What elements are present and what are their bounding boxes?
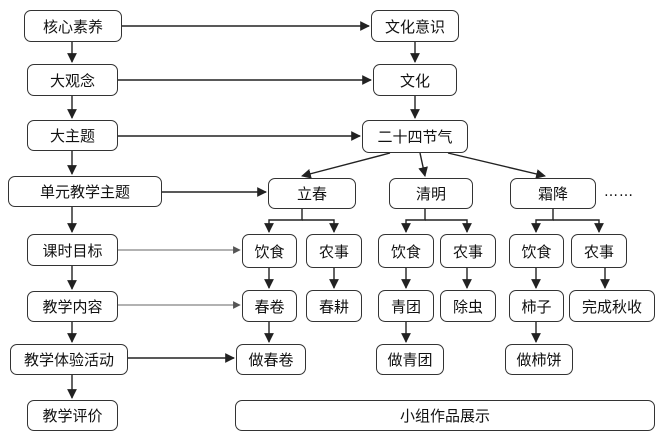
arrow-lichun-to-diet xyxy=(264,209,303,233)
qingming-farming-box: 农事 xyxy=(440,234,496,268)
zuoqingtuan-box: 做青团 xyxy=(376,344,444,375)
qingming-diet-box: 饮食 xyxy=(378,234,434,268)
ellipsis: …… xyxy=(604,184,634,200)
lichun-farming-box: 农事 xyxy=(306,234,362,268)
evaluation-result-box: 小组作品展示 xyxy=(235,400,655,431)
arrow-qingming-to-diet xyxy=(401,209,426,233)
zuoshibing-box: 做柿饼 xyxy=(505,344,573,375)
term-box-shuangjiang: 霜降 xyxy=(510,178,596,209)
term-box-qingming: 清明 xyxy=(389,178,473,209)
term-box-lichun: 立春 xyxy=(268,178,356,209)
lesson-goal-box: 课时目标 xyxy=(27,234,118,266)
arrow-terms-to-lichun xyxy=(301,152,391,179)
solar-terms-box: 二十四节气 xyxy=(362,120,468,153)
shuangjiang-farming-box: 农事 xyxy=(571,234,627,268)
chungeng-box: 春耕 xyxy=(306,290,362,322)
chuchong-box: 除虫 xyxy=(440,290,496,322)
arrow-terms-to-shuangjiang xyxy=(447,152,546,179)
big-theme-box: 大主题 xyxy=(27,120,118,151)
shizi-box: 柿子 xyxy=(509,290,564,322)
arrow-qingming-to-farming xyxy=(425,219,472,233)
big-concept-box: 大观念 xyxy=(27,64,118,96)
teaching-evaluation-box: 教学评价 xyxy=(27,400,118,431)
arrow-lichun-to-farming xyxy=(302,219,339,233)
arrow-shuangjiang-to-diet xyxy=(531,209,554,233)
shuangjiang-diet-box: 饮食 xyxy=(509,234,564,268)
arrow-terms-to-qingming xyxy=(418,152,428,177)
cultural-awareness-box: 文化意识 xyxy=(371,10,459,42)
teaching-content-box: 教学内容 xyxy=(27,291,118,322)
unit-theme-box: 单元教学主题 xyxy=(8,176,162,207)
experience-activity-box: 教学体验活动 xyxy=(10,344,128,375)
chunjuan-box: 春卷 xyxy=(242,290,297,322)
culture-box: 文化 xyxy=(373,64,457,96)
core-literacy-box: 核心素养 xyxy=(24,10,122,42)
qiushou-box: 完成秋收 xyxy=(569,290,655,322)
zuochunjuan-box: 做春卷 xyxy=(236,344,306,375)
arrow-shuangjiang-to-farming xyxy=(553,219,604,233)
qingtuan-box: 青团 xyxy=(378,290,434,322)
lichun-diet-box: 饮食 xyxy=(242,234,297,268)
